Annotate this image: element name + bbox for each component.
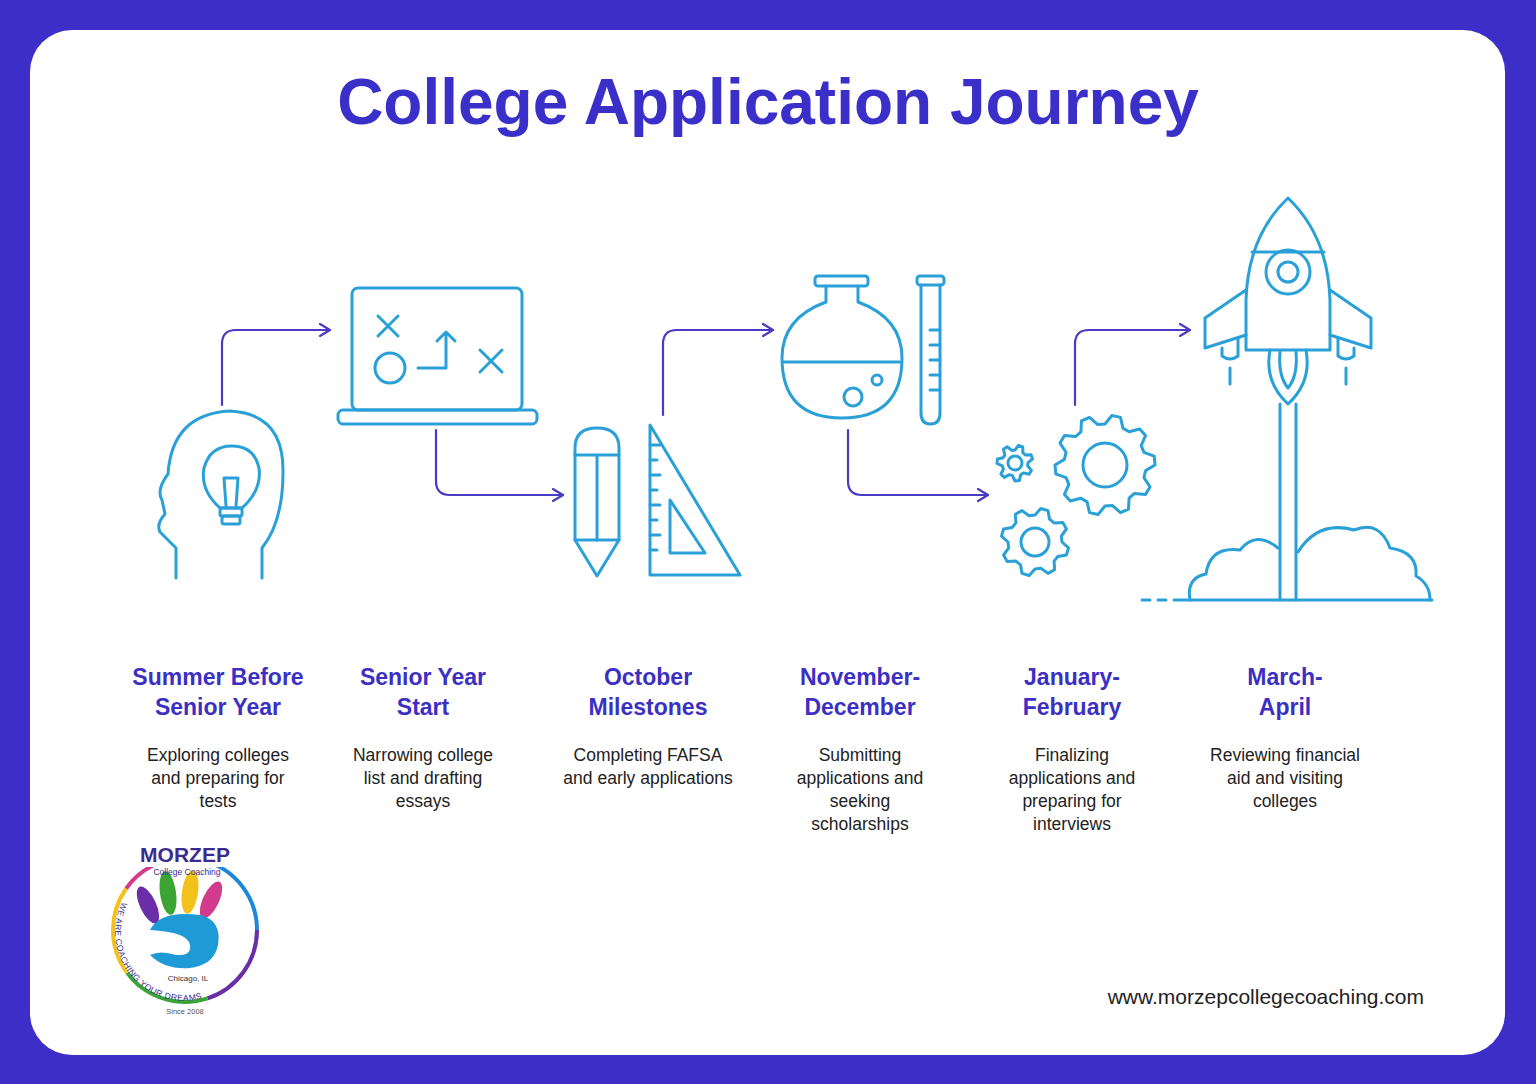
head-bulb-icon xyxy=(159,411,283,578)
stage: Senior Year StartNarrowing college list … xyxy=(330,280,545,430)
diagram-title: College Application Journey xyxy=(0,62,1536,142)
head-bulb-icon xyxy=(224,478,238,506)
flask-tube-icon xyxy=(921,285,940,424)
head-bulb-icon xyxy=(203,446,259,508)
laptop-strategy-icon xyxy=(480,350,502,372)
pencil-ruler-icon xyxy=(575,428,619,540)
connector-arrow xyxy=(222,330,330,405)
morzep-logo xyxy=(113,858,257,1002)
gear-hole xyxy=(1021,528,1049,556)
rocket-icon xyxy=(1266,250,1310,294)
stage: October MilestonesCompleting FAFSA and e… xyxy=(563,415,748,583)
connector-arrow xyxy=(1075,330,1190,405)
logo-text: Since 2008 xyxy=(166,1008,204,1017)
stage-description: Exploring colleges and preparing for tes… xyxy=(134,744,302,813)
pencil-ruler-icon xyxy=(575,540,619,576)
stage: Summer Before Senior YearExploring colle… xyxy=(150,405,287,583)
stage: November-DecemberSubmitting applications… xyxy=(773,268,951,430)
stage-heading: October Milestones xyxy=(563,662,733,722)
connector-arrow xyxy=(848,430,988,495)
rocket-icon xyxy=(1280,404,1296,600)
rocket-icon xyxy=(1142,198,1432,600)
flask-tube-icon xyxy=(784,361,900,364)
morzep-logo xyxy=(150,914,219,968)
rocket-icon xyxy=(1230,368,1346,384)
laptop-strategy-icon xyxy=(352,288,522,410)
head-bulb-icon xyxy=(159,411,283,578)
morzep-logo xyxy=(113,858,257,1002)
stage-description: Completing FAFSA and early applications xyxy=(563,744,733,790)
rocket-icon xyxy=(1246,198,1330,350)
flask-tube-icon xyxy=(872,375,882,385)
laptop-strategy-icon xyxy=(378,316,398,336)
website-url: www.morzepcollegecoaching.com xyxy=(1108,985,1424,1009)
logo-text: Chicago, IL xyxy=(168,974,208,983)
stage-description: Finalizing applications and preparing fo… xyxy=(1000,744,1145,836)
stage-heading: November-December xyxy=(780,662,940,722)
stage-label: March-AprilReviewing financial aid and v… xyxy=(1189,662,1381,813)
head-bulb-icon xyxy=(222,516,240,524)
pencil-ruler-icon xyxy=(670,500,705,553)
stage-heading: January-February xyxy=(997,662,1147,722)
morzep-logo xyxy=(113,858,257,1002)
rocket-icon xyxy=(1189,539,1278,600)
laptop-strategy-icon xyxy=(338,410,537,424)
gear-hole xyxy=(1083,443,1127,487)
pencil-ruler-icon xyxy=(575,425,740,576)
illustration xyxy=(159,198,1432,600)
pencil-ruler-icon xyxy=(650,425,740,575)
flask-tube-icon xyxy=(844,388,862,406)
stage-label: November-DecemberSubmitting applications… xyxy=(770,662,950,836)
rocket-icon xyxy=(1205,290,1246,348)
logo-text: College Coaching xyxy=(153,868,220,878)
stage-label: Summer Before Senior YearExploring colle… xyxy=(113,662,323,813)
stage-description: Submitting applications and seeking scho… xyxy=(788,744,933,836)
gear-outline xyxy=(997,445,1033,481)
rocket-icon xyxy=(1298,527,1430,600)
stage-label: Senior Year StartNarrowing college list … xyxy=(330,662,516,813)
stage-heading: Summer Before Senior Year xyxy=(123,662,313,722)
pencil-ruler-icon xyxy=(650,445,660,550)
rocket-icon xyxy=(1280,352,1297,388)
stage: January-FebruaryFinalizing applications … xyxy=(988,405,1163,583)
flask-tube-icon xyxy=(782,276,944,424)
rocket-icon xyxy=(1222,338,1238,359)
rocket-icon xyxy=(1269,350,1307,404)
stage-heading: Senior Year Start xyxy=(348,662,498,722)
logo-arc-text: WE ARE COACHING YOUR DREAMS xyxy=(113,901,203,1003)
gears-icon xyxy=(997,416,1155,576)
laptop-strategy-icon xyxy=(338,288,537,424)
rocket-icon xyxy=(1338,338,1354,359)
stage: March-AprilReviewing financial aid and v… xyxy=(1190,190,1385,605)
flask-tube-icon xyxy=(782,286,902,418)
logo-arc-text: WE ARE COACHING YOUR DREAMS xyxy=(113,901,203,1003)
gear-hole xyxy=(1008,456,1022,470)
flask-tube-icon xyxy=(930,330,940,390)
laptop-strategy-icon xyxy=(375,353,405,383)
gear-outline xyxy=(1055,416,1155,515)
gear-outline xyxy=(1002,509,1069,576)
rocket-icon xyxy=(1278,262,1298,282)
stage-heading: March-April xyxy=(1235,662,1335,722)
stage-label: October MilestonesCompleting FAFSA and e… xyxy=(553,662,743,790)
morzep-logo xyxy=(113,858,257,1002)
stage-description: Reviewing financial aid and visiting col… xyxy=(1199,744,1371,813)
rocket-icon xyxy=(1142,599,1432,602)
rocket-icon xyxy=(1330,290,1371,348)
stage-description: Narrowing college list and drafting essa… xyxy=(340,744,506,813)
morzep-logo xyxy=(113,858,257,1002)
connector-arrow xyxy=(436,430,563,495)
logo-text: MORZEP xyxy=(137,843,233,867)
morzep-logo xyxy=(113,858,257,1002)
pencil-ruler-icon xyxy=(575,455,619,540)
morzep-logo xyxy=(132,883,163,926)
stage-label: January-FebruaryFinalizing applications … xyxy=(987,662,1157,836)
laptop-strategy-icon xyxy=(418,332,455,368)
flask-tube-icon xyxy=(815,276,868,286)
connector-arrow xyxy=(663,330,773,415)
